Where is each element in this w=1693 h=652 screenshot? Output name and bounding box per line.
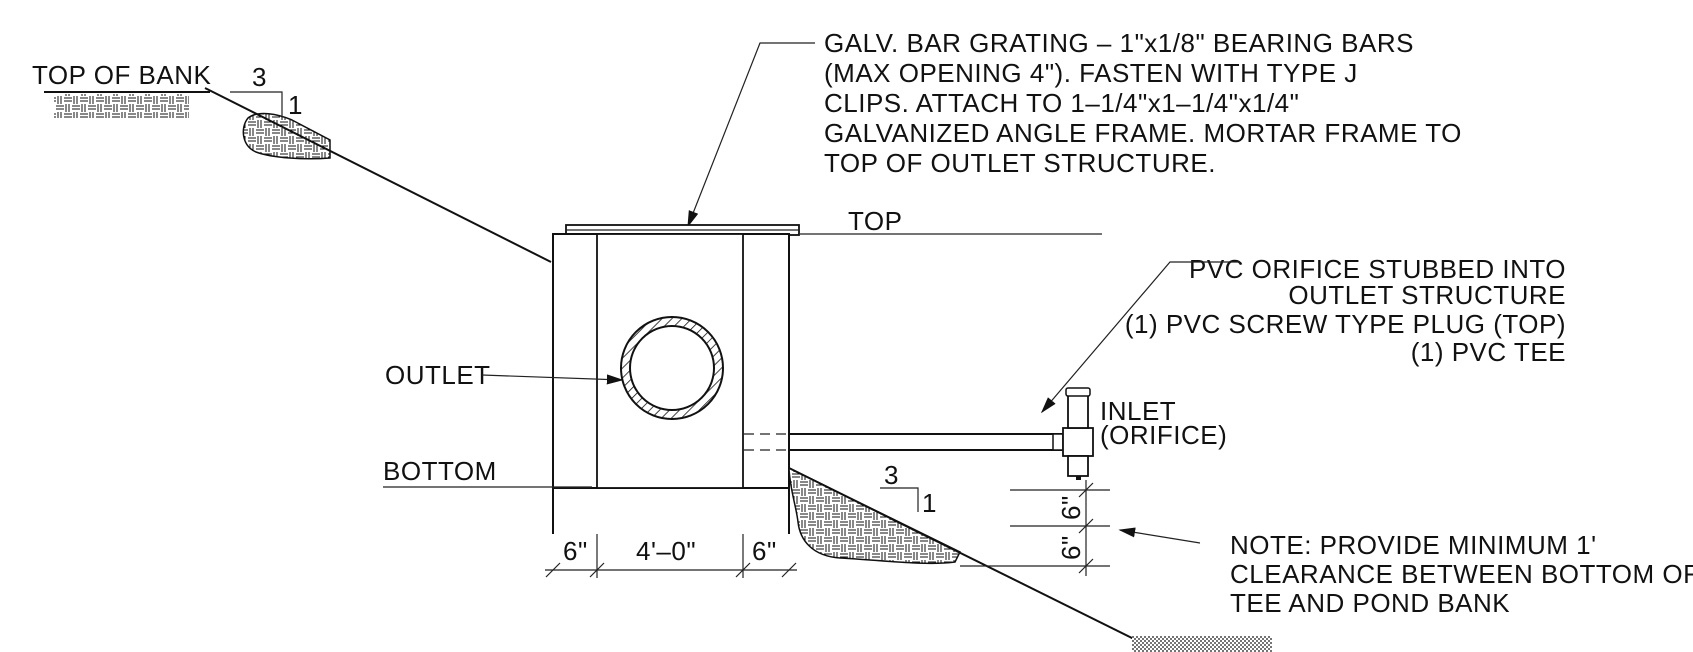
pvc-note-line-1: PVC ORIFICE STUBBED INTO [1189, 254, 1566, 284]
grating-note: GALV. BAR GRATING – 1"x1/8" BEARING BARS… [687, 28, 1462, 228]
outlet-structure [552, 224, 800, 534]
dim-6-upper: 6" [1056, 495, 1086, 520]
pvc-note: PVC ORIFICE STUBBED INTO OUTLET STRUCTUR… [1040, 254, 1566, 414]
grating-note-line-3: CLIPS. ATTACH TO 1–1/4"x1–1/4"x1/4" [824, 88, 1299, 118]
clearance-note-line-1: NOTE: PROVIDE MINIMUM 1' [1230, 530, 1597, 560]
hdim-tick-2 [589, 562, 605, 578]
inlet-orifice-opening [1076, 476, 1081, 480]
pvc-note-line-3: (1) PVC SCREW TYPE PLUG (TOP) [1125, 309, 1566, 339]
pond-bank-slope-lower [788, 467, 1141, 643]
pvc-note-line-2: OUTLET STRUCTURE [1288, 280, 1566, 310]
soil-hatch-lower-slope [788, 466, 962, 565]
top-level-label: TOP [848, 206, 902, 236]
screw-type-plug [1065, 387, 1091, 397]
top-of-bank-group: TOP OF BANK 3 1 [32, 60, 552, 263]
vdim-tick-1 [1078, 482, 1094, 498]
slope-ratio-mark-upper [230, 91, 283, 118]
slope-rise-lower: 1 [922, 488, 937, 518]
pvc-note-line-4: (1) PVC TEE [1411, 337, 1566, 367]
hdim-tick-3 [735, 562, 751, 578]
pvc-leader-arrow [1040, 261, 1240, 414]
tee-bottom-leg [1067, 455, 1089, 477]
grating-note-line-5: TOP OF OUTLET STRUCTURE. [824, 148, 1216, 178]
hdim-tick-4 [781, 562, 797, 578]
vertical-dimensions: 6" 6" [960, 480, 1110, 576]
vdim-tick-3 [1078, 558, 1094, 574]
grating-note-line-2: (MAX OPENING 4"). FASTEN WITH TYPE J [824, 58, 1358, 88]
outlet-leader-arrow [481, 374, 624, 385]
dim-wall-left: 6" [563, 536, 588, 566]
horizontal-dimensions: 6" 4'–0" 6" [545, 534, 797, 578]
dim-inside-width: 4'–0" [636, 536, 696, 566]
outlet-label: OUTLET [385, 360, 491, 390]
pond-bank-slope-upper [204, 87, 552, 263]
inlet-label: INLET [1100, 396, 1176, 426]
pond-bottom-hatch [1132, 636, 1272, 652]
bottom-label: BOTTOM [383, 456, 497, 486]
clearance-note: NOTE: PROVIDE MINIMUM 1' CLEARANCE BETWE… [1118, 527, 1693, 618]
dim-wall-right: 6" [752, 536, 777, 566]
orifice-coupling [1052, 433, 1064, 451]
inlet-sub-label: (ORIFICE) [1100, 420, 1227, 450]
clearance-note-line-2: CLEARANCE BETWEEN BOTTOM OF [1230, 559, 1693, 589]
slope-ratio-mark-lower [880, 487, 919, 512]
lower-bank-group: 3 1 [788, 460, 1272, 652]
slope-run-lower: 3 [884, 460, 899, 490]
vdim-tick-2 [1078, 518, 1094, 534]
slope-rise-upper: 1 [288, 90, 303, 120]
clearance-leader-arrow [1118, 527, 1201, 544]
clearance-note-line-3: TEE AND POND BANK [1230, 588, 1510, 618]
grating-note-line-4: GALVANIZED ANGLE FRAME. MORTAR FRAME TO [824, 118, 1462, 148]
top-of-bank-label: TOP OF BANK [32, 60, 212, 90]
pvc-orifice-pipe [744, 387, 1094, 480]
pvc-tee [1062, 427, 1094, 457]
dim-6-lower: 6" [1056, 535, 1086, 560]
soil-hatch-top-of-bank [54, 94, 189, 118]
tee-riser [1067, 393, 1089, 429]
outlet-pipe-bore [629, 325, 715, 411]
soil-hatch-upper-slope [242, 112, 331, 160]
slope-run-upper: 3 [252, 62, 267, 92]
hdim-tick-1 [545, 562, 561, 578]
grating-leader-arrow [687, 42, 815, 228]
grating-note-line-1: GALV. BAR GRATING – 1"x1/8" BEARING BARS [824, 28, 1414, 58]
